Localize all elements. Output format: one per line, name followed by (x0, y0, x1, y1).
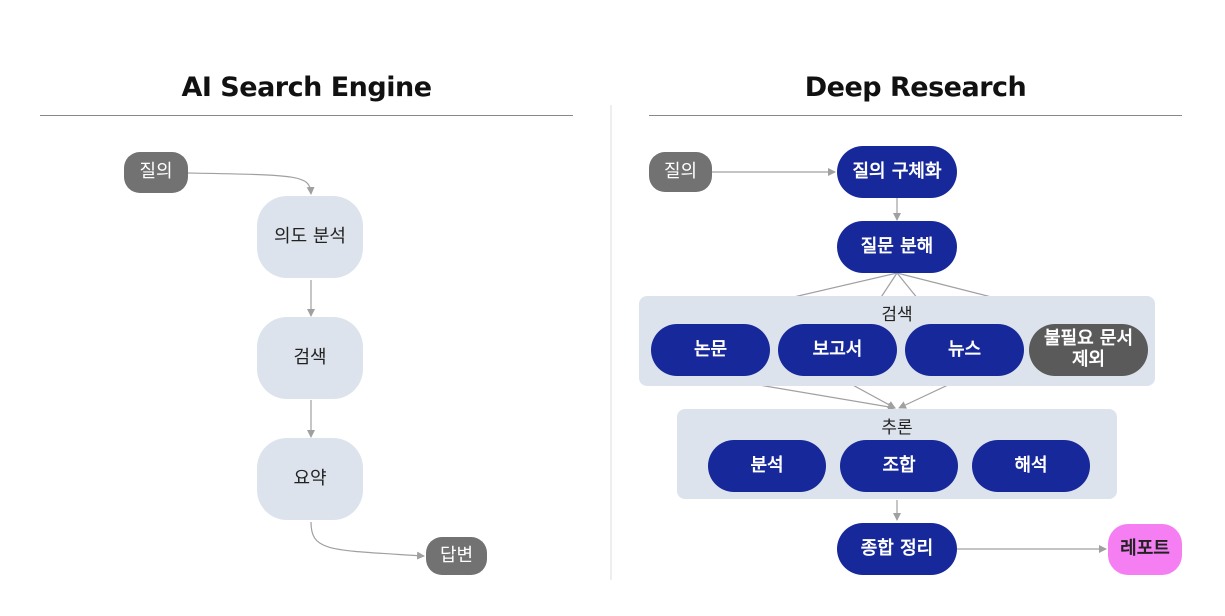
exclude-docs-node: 불필요 문서 제외 (1029, 324, 1148, 376)
interpretation-node: 해석 (972, 440, 1090, 492)
right-title-rule (649, 115, 1182, 116)
arrow-query-intent (187, 172, 315, 195)
left-title: AI Search Engine (181, 72, 432, 103)
news-node: 뉴스 (905, 324, 1024, 376)
report-node: 레포트 (1108, 524, 1182, 575)
papers-node: 논문 (651, 324, 770, 376)
right-query-node: 질의 (649, 152, 712, 192)
question-decompose-node: 질문 분해 (837, 221, 957, 273)
arrow-summary-answer (310, 521, 425, 560)
left-title-rule (40, 115, 573, 116)
analysis-node: 분석 (708, 440, 826, 492)
right-title: Deep Research (804, 72, 1027, 103)
reports-node: 보고서 (778, 324, 897, 376)
synthesis-node: 종합 정리 (837, 523, 957, 575)
query-refine-node: 질의 구체화 (837, 146, 957, 198)
left-search-node: 검색 (257, 317, 363, 399)
reasoning-group-label: 추론 (881, 418, 913, 438)
left-query-node: 질의 (124, 152, 188, 193)
search-group-label: 검색 (881, 305, 913, 325)
intent-analysis-node: 의도 분석 (257, 196, 363, 278)
answer-node: 답변 (426, 537, 487, 575)
combination-node: 조합 (840, 440, 958, 492)
summary-node: 요약 (257, 438, 363, 520)
